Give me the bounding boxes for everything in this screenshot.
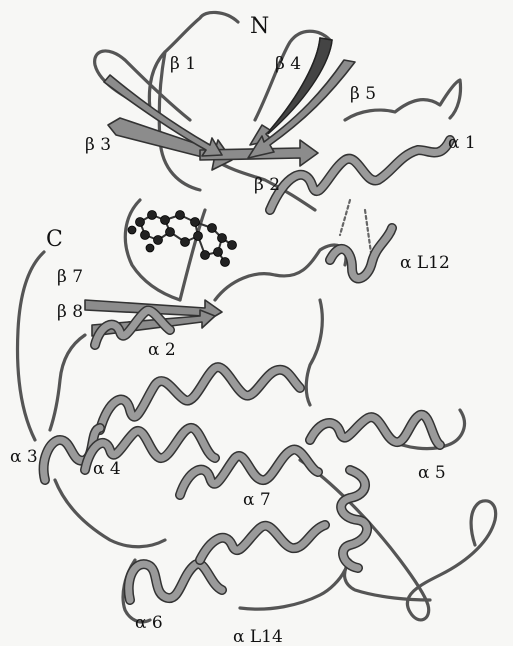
label-alpha4: α 4 (93, 459, 121, 479)
dashed-link-1 (340, 200, 350, 235)
upper-middle-helix-fill (100, 367, 300, 430)
label-alpha2: α 2 (148, 340, 176, 360)
helices (44, 140, 450, 600)
alpha5-lower-helix-fill (341, 470, 367, 568)
label-beta8: β 8 (57, 302, 83, 322)
mid-right-loop (215, 245, 346, 300)
label-beta3: β 3 (85, 135, 111, 155)
c-terminal-coil (18, 252, 44, 440)
label-alpha6: α 6 (135, 613, 163, 633)
label-beta2: β 2 (254, 175, 280, 195)
label-beta5: β 5 (350, 84, 376, 104)
label-beta4: β 4 (275, 54, 301, 74)
alphaL14-loop (240, 570, 345, 609)
right-bottom-loop (300, 460, 496, 620)
label-alphaL14: α L14 (233, 627, 283, 646)
label-alpha3: α 3 (10, 447, 38, 467)
label-beta7: β 7 (57, 267, 83, 287)
label-alpha5: α 5 (418, 463, 446, 483)
label-alpha7: α 7 (243, 490, 271, 510)
label-alpha1: α 1 (448, 133, 476, 153)
right-loop-down (306, 300, 322, 405)
label-n-terminus: N (250, 14, 269, 39)
label-beta1: β 1 (170, 54, 196, 74)
beta8-loop (50, 335, 85, 430)
label-alphaL12: α L12 (400, 253, 450, 273)
bound-ligand (128, 211, 237, 267)
alpha3-loop (55, 480, 165, 547)
label-c-terminus: C (46, 227, 63, 252)
